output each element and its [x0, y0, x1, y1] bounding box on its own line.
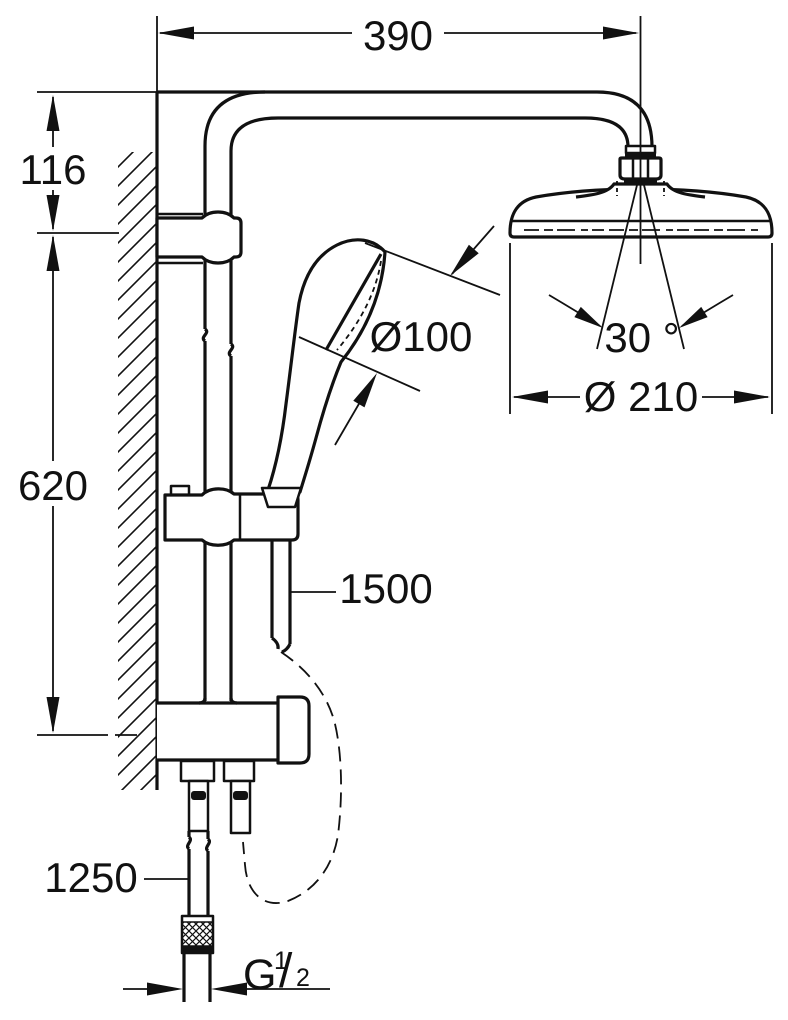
thread-letter: G	[243, 951, 276, 999]
dim-head-angle: 30 °	[548, 180, 734, 361]
right-bend-outer	[596, 90, 654, 148]
dim-top-width: 390	[158, 12, 642, 264]
rail-mixer-fillets	[198, 697, 238, 705]
hand-shower	[266, 238, 387, 494]
wall-bracket	[155, 210, 243, 265]
dim390-arrow-right	[603, 26, 639, 40]
left-bend-inner	[229, 116, 279, 152]
dim100-ext-lower	[298, 336, 421, 392]
dim390-arrow-left	[158, 26, 194, 40]
hand-shower-grip-cone	[260, 486, 303, 509]
thread-arrow-right	[211, 982, 247, 996]
thread-slash: /	[279, 945, 293, 998]
dim-rail-height: 620	[18, 235, 137, 736]
angle-line-left	[596, 180, 639, 350]
dim-upper-offset: 116	[20, 95, 119, 234]
angle-arrow-right	[679, 306, 708, 328]
dim620-arrow-bottom	[46, 697, 60, 733]
bracket-body	[155, 210, 243, 265]
dim-head-diameter: Ø 210	[509, 243, 773, 420]
thread-numerator: 1	[274, 947, 288, 975]
supply-break	[186, 835, 211, 853]
mixer-body-fill	[157, 703, 278, 760]
hose-break-left	[271, 636, 280, 650]
dim210-arrow-left	[512, 390, 548, 404]
angle-value: 30 °	[604, 314, 679, 361]
holder-body	[163, 487, 300, 547]
dim100-ext-upper	[364, 242, 501, 296]
coupling-band	[183, 946, 212, 952]
dim116-value: 116	[20, 146, 87, 193]
dim116-arrow-bottom	[46, 195, 60, 231]
dim-hand-diameter: Ø100	[298, 225, 501, 446]
wall-hatch	[118, 152, 157, 790]
slider-holder	[163, 484, 303, 547]
dim210-value: Ø 210	[584, 373, 698, 420]
hand-shower-nozzle-band	[336, 260, 382, 351]
diverter-body	[157, 695, 311, 835]
hose-break-right	[281, 643, 292, 654]
hidden-ball-joint-lines	[616, 181, 665, 196]
rail-break-left	[201, 327, 209, 343]
thread-denominator: 2	[296, 964, 310, 992]
hand-shower-face-edge	[324, 253, 383, 351]
right-connector	[229, 779, 252, 835]
label-thread-size: G 1 / 2	[123, 945, 330, 999]
dim116-arrow-top	[46, 95, 60, 131]
coupling-knurl	[181, 921, 214, 947]
label-hose-length: 1500	[290, 565, 433, 612]
dim100-arrow-lower	[353, 373, 377, 408]
nut-facets	[631, 158, 650, 179]
dim620-arrow-top	[46, 235, 60, 271]
dim390-value: 390	[363, 12, 433, 59]
right-connector-band	[233, 791, 248, 800]
wall-section	[118, 16, 159, 790]
thread-arrow-left	[147, 982, 183, 996]
hose1500-value: 1500	[339, 565, 432, 612]
dim100-value: Ø100	[370, 313, 473, 360]
left-connector-band	[191, 791, 206, 800]
left-bend-outer	[203, 90, 266, 147]
dim620-value: 620	[18, 462, 88, 509]
angle-line-right	[642, 180, 685, 350]
right-union-nut	[222, 759, 256, 783]
hose-dashed-loop	[242, 651, 342, 904]
hose1250-value: 1250	[44, 854, 137, 901]
dim210-arrow-right	[734, 390, 770, 404]
angle-arrow-left	[574, 306, 603, 328]
right-bend-inner	[584, 116, 630, 148]
label-lower-hose-length: 1250	[44, 854, 188, 901]
rail-break-right	[227, 342, 235, 358]
left-connector	[187, 779, 210, 833]
hand-shower-body	[266, 238, 387, 494]
diverter-knob	[276, 695, 311, 765]
supply-hose	[180, 831, 215, 1002]
dim100-arrow-upper	[450, 244, 479, 276]
left-union-nut	[179, 759, 216, 783]
